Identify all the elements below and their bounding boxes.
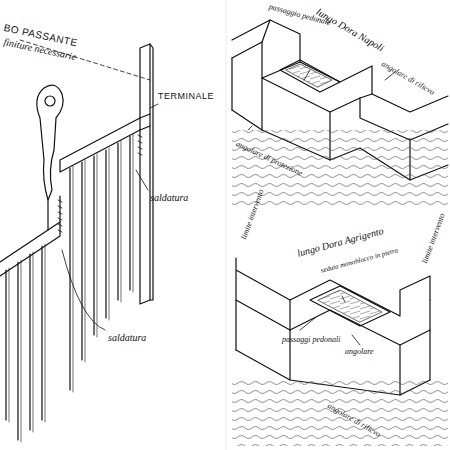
annotation-label: passaggi pedonali (282, 336, 340, 345)
annotation-label: limite intervento (421, 213, 447, 265)
annotation-label: saldatura (108, 332, 146, 343)
annotation-label: seduta monoblocco in pietra (320, 247, 399, 275)
annotation-label: lungo Dora Napoli (315, 6, 386, 54)
annotation-label: saldatura (150, 192, 188, 203)
embankment-sketch-top (232, 20, 448, 210)
embankment-sketch-bottom (232, 258, 448, 446)
annotation-label: angolare di rilievo (380, 60, 436, 97)
annotation-label: angolare (345, 348, 374, 357)
railing-sketch (0, 40, 158, 442)
annotation-label: TERMINALE (158, 92, 214, 102)
